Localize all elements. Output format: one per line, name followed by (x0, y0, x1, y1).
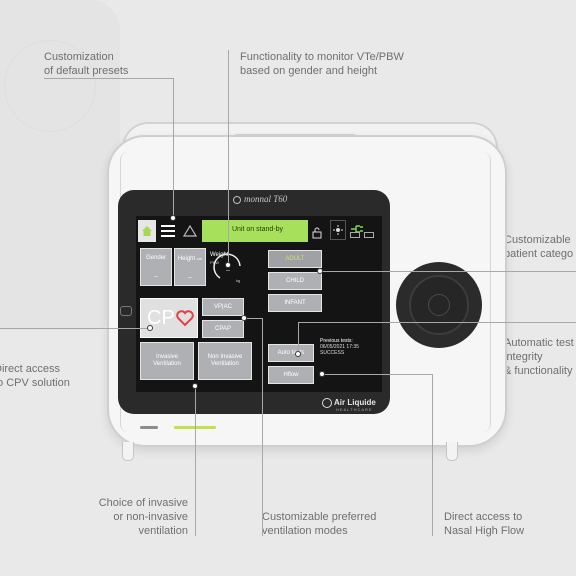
status-text: Unit on stand-by (232, 226, 283, 233)
marker-vte (225, 262, 231, 268)
cpv-label: CP (147, 307, 175, 329)
previous-tests-result: SUCCESS (320, 350, 345, 356)
weight-unit: kg (236, 278, 241, 283)
gender-field[interactable]: Gender -- (140, 248, 172, 286)
leader-tests-h (298, 322, 576, 323)
invasive-ventilation-button[interactable]: Invasive Ventilation (140, 342, 194, 380)
category-adult-button[interactable]: ADULT (268, 250, 322, 268)
mode-vpac-button[interactable]: VP|AC (202, 298, 244, 316)
leader-highflow-h (322, 374, 432, 375)
leader-tests-v (298, 322, 299, 354)
leader-presets-h (44, 78, 174, 79)
annotation-vte: Functionality to monitor VTe/PBW based o… (240, 51, 404, 77)
marker-tests (295, 351, 301, 357)
home-icon (142, 226, 152, 236)
previous-tests-date: 06/05/2021 17:35 (320, 344, 359, 350)
previous-tests-label: Previous tests: (320, 338, 353, 344)
marker-presets (170, 215, 176, 221)
battery-icon-2 (364, 232, 374, 238)
brand-name: monnal T60 (244, 194, 288, 204)
annotation-invasive: Choice of invasive or non-invasive venti… (98, 497, 188, 537)
marker-category (317, 268, 323, 274)
cpv-side-icon (120, 306, 132, 316)
alarm-button[interactable] (180, 220, 200, 242)
power-status (350, 220, 378, 240)
hflow-button[interactable]: Hflow (268, 366, 314, 384)
previous-tests-info: Previous tests: 06/05/2021 17:35 SUCCESS (320, 338, 378, 356)
marker-modes (241, 315, 247, 321)
marker-cpv (147, 325, 153, 331)
rotary-knob-ring (409, 275, 469, 335)
leader-modes-v (262, 318, 263, 536)
height-value: -- (188, 275, 192, 281)
brightness-button[interactable] (330, 220, 346, 240)
auto-tests-button[interactable]: Auto tests (268, 344, 314, 362)
weight-gauge-icon (213, 253, 241, 279)
annotation-presets: Customization of default presets (44, 51, 129, 77)
weight-label: Weight (210, 252, 229, 258)
device-foot-left (122, 442, 134, 461)
category-infant-button[interactable]: INFANT (268, 294, 322, 312)
air-liquide-logo-icon (322, 398, 332, 408)
marker-highflow (319, 371, 325, 377)
mode-cpap-button[interactable]: CPAP (202, 320, 244, 338)
annotation-modes: Customizable preferred ventilation modes (262, 511, 377, 537)
weight-value: -- (226, 268, 230, 274)
presets-menu-button[interactable] (158, 220, 178, 242)
background-circle (4, 40, 96, 132)
leader-presets-v (173, 78, 174, 218)
warning-triangle-icon (183, 225, 197, 237)
leader-cpv-h (0, 328, 150, 329)
gender-label: Gender (145, 255, 166, 261)
heart-icon (176, 310, 194, 326)
leader-category-h (320, 271, 576, 272)
annotation-patient-category: Customizable patient catego (504, 234, 574, 260)
annotation-high-flow: Direct access to Nasal High Flow (444, 511, 525, 537)
status-bar: Unit on stand-by (202, 220, 308, 242)
noninvasive-ventilation-button[interactable]: Non Invasive Ventilation (198, 342, 252, 380)
device-foot-right (446, 442, 458, 461)
leader-vte-v (228, 50, 229, 266)
height-unit: cm (196, 256, 203, 261)
leader-modes-h (244, 318, 262, 319)
sun-icon (333, 225, 343, 235)
weight-display: Weight PBW -- kg (208, 248, 246, 286)
air-liquide-logo: Air Liquide (334, 398, 376, 407)
list-icon (161, 225, 175, 227)
battery-icon (350, 232, 360, 238)
category-child-button[interactable]: CHILD (268, 272, 322, 290)
touch-screen: Unit on stand-by Gender -- Height cm -- … (136, 216, 382, 392)
annotation-cpv: Direct access to CPV solution (0, 363, 70, 389)
height-field[interactable]: Height cm -- (174, 248, 206, 286)
lock-icon (312, 227, 322, 239)
home-button[interactable] (138, 220, 156, 242)
gender-value: -- (154, 274, 158, 280)
air-liquide-sub: HEALTHCARE (336, 407, 373, 412)
annotation-self-tests: Automatic test integrity & functionality (504, 337, 574, 377)
height-label: Height (177, 256, 196, 262)
cpv-button[interactable]: CP (140, 298, 198, 338)
leader-invasive-v (195, 386, 196, 536)
brand-logo-icon (233, 196, 241, 204)
marker-invasive (192, 383, 198, 389)
lock-button[interactable] (312, 226, 324, 240)
leader-highflow-v (432, 374, 433, 536)
right-side-panel (480, 152, 491, 432)
rotary-knob-center (428, 294, 450, 316)
bottom-left-led (140, 426, 158, 429)
